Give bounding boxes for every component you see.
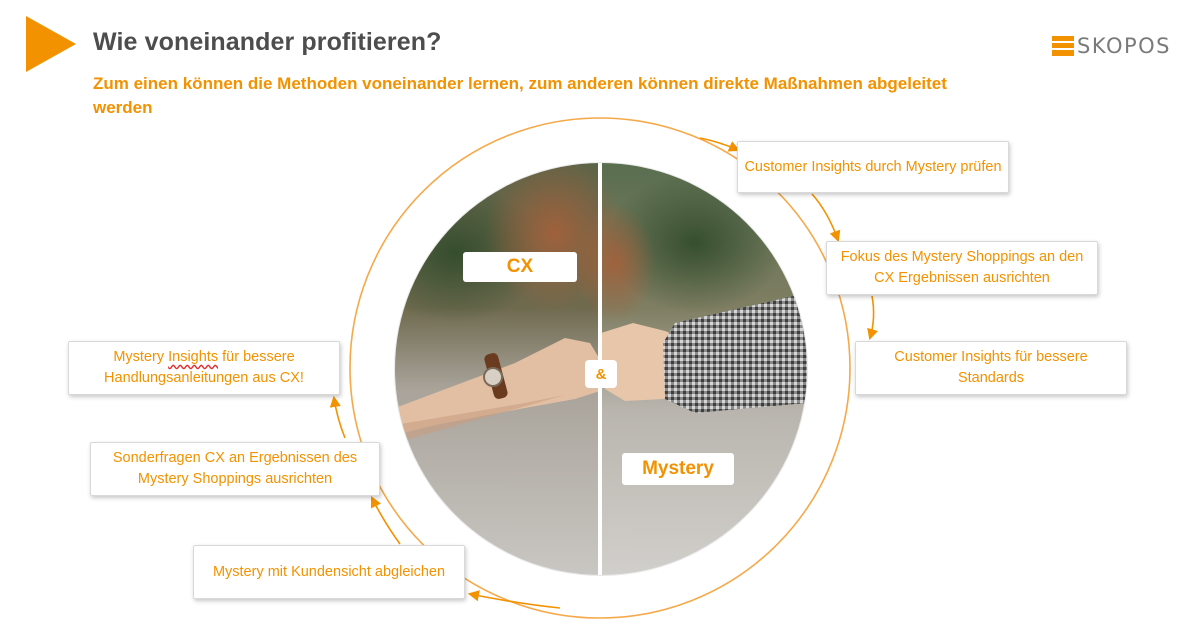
mystery-label: Mystery [622,453,734,485]
outer-cycle-circle [349,117,851,619]
step-text-part-spellcheck: Insights [168,349,219,365]
step-box-sonderfragen: Sonderfragen CX an Ergebnissen des Myste… [90,442,380,496]
step-box-mystery-insights: Mystery Insights für bessere Handlungsan… [68,341,340,395]
arrow-left-1 [370,495,401,545]
step-text: Customer Insights durch Mystery prüfen [744,158,1002,175]
cx-label: CX [463,252,577,282]
ampersand-label: & [585,360,617,388]
step-text-part: Mystery [113,349,165,365]
logo-text: SKOPOS [1077,34,1172,58]
arrow-top-right [699,137,741,152]
arrow-right-2 [867,295,878,341]
step-box-kundensicht: Mystery mit Kundensicht abgleichen [193,545,465,599]
arrow-right-1 [811,193,841,243]
skopos-logo: SKOPOS [1052,34,1171,58]
step-text: Fokus des Mystery Shoppings an den CX Er… [840,249,1084,286]
arrow-bottom [467,590,561,609]
step-box-bessere-standards: Customer Insights für bessere Standards [855,341,1127,395]
step-text: Mystery mit Kundensicht abgleichen [212,563,446,580]
play-triangle-icon [26,16,76,72]
step-box-customer-insights-pruefen: Customer Insights durch Mystery prüfen [737,141,1009,193]
step-text: Sonderfragen CX an Ergebnissen des Myste… [112,450,358,487]
logo-mark-icon [1052,36,1074,56]
arrow-left-2 [329,395,346,439]
step-text: Mystery Insights für bessere Handlungsan… [75,347,333,389]
step-text: Customer Insights für bessere Standards [894,349,1088,386]
step-text-part: für bessere Handlungsanleitungen aus CX! [104,349,304,386]
page-subtitle: Zum einen können die Methoden voneinande… [93,74,947,117]
step-box-fokus-mystery: Fokus des Mystery Shoppings an den CX Er… [826,241,1098,295]
page-title: Wie voneinander profitieren? [93,28,442,56]
